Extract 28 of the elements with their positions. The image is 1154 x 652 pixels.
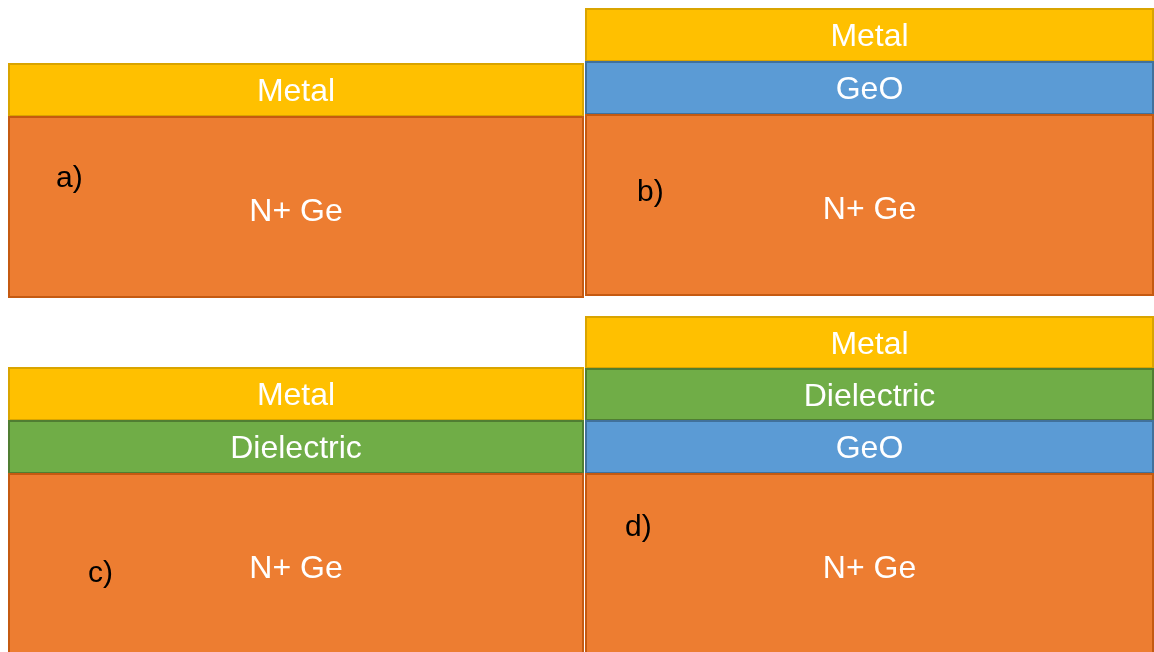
metal-layer [8,63,584,117]
panel-label: a) [56,160,83,194]
layer-label: Metal [830,325,909,361]
layer-label: Metal [256,376,336,412]
metal-layer [8,367,584,421]
layer-label: GeO [835,429,904,465]
substrate-layer [8,473,584,652]
layer-label: Metal [256,72,336,108]
dielectric-layer [8,420,584,474]
layer-label: Dielectric [803,377,936,413]
layer-label: Dielectric [230,429,362,465]
layer-label: N+ Ge [822,549,917,585]
metal-layer [585,8,1154,62]
layer-label: Metal [830,17,909,53]
substrate-layer [8,116,584,298]
panel-label: d) [625,509,652,543]
layer-label: N+ Ge [249,192,343,228]
substrate-layer [585,473,1154,652]
metal-layer [585,316,1154,369]
layer-label: N+ Ge [249,549,343,585]
panel-label: c) [88,555,113,589]
layer-label: GeO [835,70,904,106]
oxide-layer [585,61,1154,115]
substrate-layer [585,114,1154,296]
panel-label: b) [637,174,664,208]
dielectric-layer [585,368,1154,421]
oxide-layer [585,420,1154,474]
layer-label: N+ Ge [822,190,917,226]
